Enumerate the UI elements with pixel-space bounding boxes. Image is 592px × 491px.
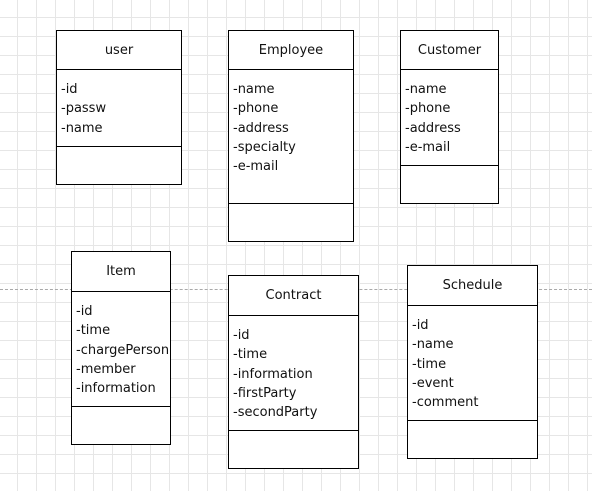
attribute: -chargePerson [76, 342, 170, 358]
attribute: -address [405, 120, 461, 136]
class-box-customer[interactable]: Customer -name -phone -address -e-mail [400, 30, 499, 204]
attribute-list: -id -passw -name [57, 70, 181, 147]
attribute: -phone [233, 101, 279, 117]
method-section [57, 147, 181, 184]
attribute: -passw [61, 101, 107, 117]
attribute: -id [412, 318, 429, 333]
attribute: -e-mail [405, 139, 451, 155]
method-section [408, 421, 537, 458]
attribute: -firstParty [233, 385, 297, 401]
class-box-item[interactable]: Item -id -time -chargePerson -member -in… [71, 251, 171, 445]
method-section [72, 407, 170, 444]
attribute: -comment [412, 395, 479, 411]
class-box-schedule[interactable]: Schedule -id -name -time -event -comment [407, 265, 538, 459]
attribute: -secondParty [233, 405, 318, 421]
class-box-user[interactable]: user -id -passw -name [56, 30, 182, 185]
class-name: Schedule [408, 266, 537, 306]
attribute: -id [61, 82, 78, 97]
class-name: Item [72, 252, 170, 292]
attribute: -time [76, 323, 111, 339]
attribute: -id [76, 304, 93, 319]
attribute: -information [76, 381, 156, 397]
attribute: -name [412, 337, 454, 353]
class-box-employee[interactable]: Employee -name -phone -address -specialt… [228, 30, 354, 242]
class-name: Employee [229, 31, 353, 70]
attribute: -time [412, 356, 447, 372]
attribute: -specialty [233, 139, 296, 155]
attribute-list: -id -time -chargePerson -member -informa… [72, 292, 170, 407]
attribute: -address [233, 120, 289, 136]
attribute: -phone [405, 101, 451, 117]
attribute: -e-mail [233, 159, 279, 175]
attribute: -name [405, 82, 447, 97]
attribute: -time [233, 347, 268, 363]
attribute: -name [61, 120, 103, 136]
method-section [229, 204, 353, 241]
method-section [229, 431, 358, 468]
attribute: -name [233, 82, 275, 97]
attribute-list: -id -name -time -event -comment [408, 306, 537, 421]
class-name: Contract [229, 276, 358, 316]
attribute-list: -name -phone -address -specialty -e-mail [229, 70, 353, 204]
class-name: Customer [401, 31, 498, 70]
method-section [401, 166, 498, 203]
attribute: -event [412, 375, 454, 391]
class-box-contract[interactable]: Contract -id -time -information -firstPa… [228, 275, 359, 469]
attribute: -id [233, 328, 250, 343]
attribute: -member [76, 361, 136, 377]
attribute-list: -id -time -information -firstParty -seco… [229, 316, 358, 431]
attribute-list: -name -phone -address -e-mail [401, 70, 498, 166]
attribute: -information [233, 366, 313, 382]
class-name: user [57, 31, 181, 70]
